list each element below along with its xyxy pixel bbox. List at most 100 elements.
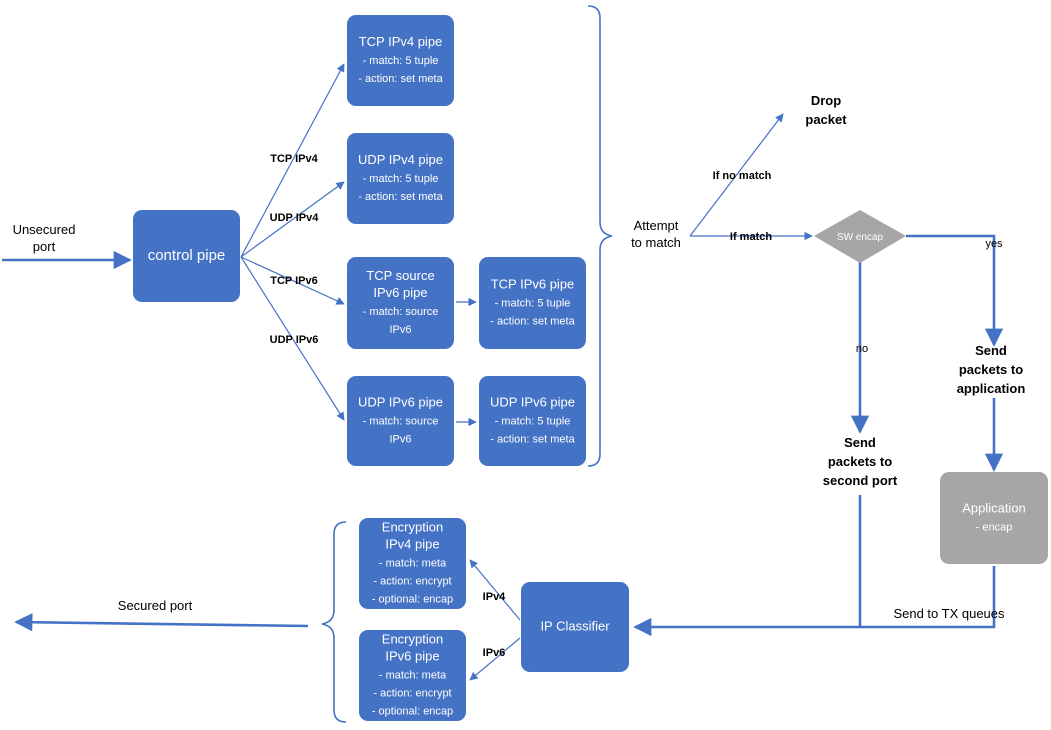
tcp-ipv4-pipe-box-shape: [347, 15, 454, 106]
edge-control-to-udp-ipv4: [240, 181, 345, 258]
edges-thin: [240, 63, 813, 681]
edges-thick: [2, 234, 1004, 637]
send-to-second-port-label: second port: [823, 473, 898, 488]
unsecured-port-label: Unsecured: [13, 222, 76, 237]
brace-encryption-left: [321, 521, 347, 723]
udp-ipv4-pipe-box-detail: - action: set meta: [358, 191, 443, 203]
edge-to-secured-port: [14, 613, 309, 632]
udp-ipv6-pipe-box-detail: - match: 5 tuple: [495, 415, 571, 427]
drop-packet-label: packet: [805, 112, 847, 127]
ip-classifier-box-title: IP Classifier: [540, 619, 610, 634]
encryption-ipv6-pipe-box-detail: - match: meta: [379, 669, 447, 681]
udp-ipv6-source-pipe-box-title: UDP IPv6 pipe: [358, 395, 443, 410]
sw-encap-diamond-shape: [814, 210, 906, 263]
ip-classifier-box: IP Classifier: [521, 582, 629, 672]
drop-packet-label: Drop: [811, 93, 841, 108]
edge-label-if-match: If match: [730, 231, 772, 243]
attempt-to-match-label: Attempt: [634, 218, 679, 233]
application-box-detail: - encap: [976, 521, 1013, 533]
edge-label-ipv4: IPv4: [483, 591, 507, 603]
unsecured-port-label: port: [33, 239, 56, 254]
udp-ipv6-source-pipe-box-detail: IPv6: [389, 433, 411, 445]
edge-label-tcp-ipv6: TCP IPv6: [270, 275, 318, 287]
encryption-ipv6-pipe-box-shape: [359, 630, 466, 721]
udp-ipv6-pipe-box: UDP IPv6 pipe - match: 5 tuple - action: s…: [479, 376, 586, 466]
udp-ipv6-pipe-box-detail: - action: set meta: [490, 433, 575, 445]
sw-encap-diamond: SW encap: [814, 210, 906, 263]
control-pipe-box-title: control pipe: [148, 247, 226, 264]
control-pipe-box-shape: [133, 210, 240, 302]
boxes-layer: control pipe TCP IPv4 pipe - match: 5 tupl…: [133, 15, 1048, 721]
tcp-ipv6-pipe-box-shape: [479, 257, 586, 349]
edge-label-udp-ipv6: UDP IPv6: [270, 334, 319, 346]
send-to-second-port-label: Send: [844, 435, 876, 450]
application-box: Application - encap: [940, 472, 1048, 564]
encryption-ipv6-pipe-box-detail: - action: encrypt: [373, 687, 451, 699]
encryption-ipv4-pipe-box-title: Encryption: [382, 520, 443, 535]
tcp-source-ipv6-pipe-box-title: IPv6 pipe: [373, 285, 427, 300]
encryption-ipv4-pipe-box-detail: - match: meta: [379, 557, 447, 569]
encryption-ipv4-pipe-box-detail: - optional: encap: [372, 593, 453, 605]
send-to-application-label: application: [957, 381, 1026, 396]
edge-control-to-tcp-source-ipv6: [240, 256, 345, 305]
udp-ipv6-source-pipe-box-detail: - match: source: [363, 415, 439, 427]
control-pipe-box: control pipe: [133, 210, 240, 302]
edge-sw-encap-yes: [906, 234, 1004, 347]
attempt-to-match-label: to match: [631, 235, 681, 250]
encryption-ipv4-pipe-box-shape: [359, 518, 466, 609]
tcp-ipv4-pipe-box-title: TCP IPv4 pipe: [359, 34, 443, 49]
tcp-source-ipv6-pipe-box-title: TCP source: [366, 268, 434, 283]
edge-classifier-to-enc-ipv4: [469, 559, 521, 621]
application-box-shape: [940, 472, 1048, 564]
encryption-ipv4-pipe-box-detail: - action: encrypt: [373, 575, 451, 587]
edge-label-yes: yes: [985, 238, 1003, 250]
udp-ipv4-pipe-box-shape: [347, 133, 454, 224]
brace-pipes-right: [587, 5, 613, 467]
edge-label-no: no: [856, 343, 868, 355]
udp-ipv4-pipe-box-detail: - match: 5 tuple: [363, 173, 439, 185]
tcp-ipv6-pipe-box-title: TCP IPv6 pipe: [491, 277, 575, 292]
edge-label-ipv6: IPv6: [483, 647, 506, 659]
edge-control-to-tcp-ipv4: [240, 63, 345, 258]
tcp-ipv6-pipe-box-detail: - match: 5 tuple: [495, 297, 571, 309]
ip-classifier-box-shape: [521, 582, 629, 672]
sw-encap-label: SW encap: [837, 232, 884, 243]
send-to-second-port-label: packets to: [828, 454, 892, 469]
tcp-ipv6-pipe-box-detail: - action: set meta: [490, 315, 575, 327]
udp-ipv6-source-pipe-box-shape: [347, 376, 454, 466]
edge-control-to-udp-ipv6-source: [240, 256, 345, 421]
edge-classifier-to-enc-ipv6: [469, 637, 521, 681]
tcp-source-ipv6-pipe-box-shape: [347, 257, 454, 349]
tcp-ipv4-pipe-box-detail: - action: set meta: [358, 73, 443, 85]
tcp-ipv4-pipe-box-detail: - match: 5 tuple: [363, 55, 439, 67]
udp-ipv6-pipe-box-shape: [479, 376, 586, 466]
edge-label-if-no-match: If no match: [713, 170, 772, 182]
edge-attempt-to-drop: [689, 113, 784, 237]
udp-ipv6-pipe-box-title: UDP IPv6 pipe: [490, 395, 575, 410]
send-to-application-label: Send: [975, 343, 1007, 358]
tcp-source-ipv6-pipe-box-detail: IPv6: [389, 324, 411, 336]
braces: [321, 5, 613, 723]
encryption-ipv6-pipe-box-title: Encryption: [382, 632, 443, 647]
udp-ipv4-pipe-box: UDP IPv4 pipe - match: 5 tuple - action: s…: [347, 133, 454, 224]
edge-label-udp-ipv4: UDP IPv4: [270, 212, 320, 224]
encryption-ipv6-pipe-box-title: IPv6 pipe: [385, 649, 439, 664]
encryption-ipv6-pipe-box-detail: - optional: encap: [372, 705, 453, 717]
edge-label-tcp-ipv4: TCP IPv4: [270, 153, 318, 165]
send-to-tx-queues-label: Send to TX queues: [893, 606, 1005, 621]
tcp-ipv4-pipe-box: TCP IPv4 pipe - match: 5 tuple - action: s…: [347, 15, 454, 106]
application-box-title: Application: [962, 501, 1026, 516]
tcp-ipv6-pipe-box: TCP IPv6 pipe - match: 5 tuple - action: s…: [479, 257, 586, 349]
encryption-ipv4-pipe-box-title: IPv4 pipe: [385, 537, 439, 552]
tcp-source-ipv6-pipe-box-detail: - match: source: [363, 306, 439, 318]
send-to-application-label: packets to: [959, 362, 1023, 377]
edge-application-to-tx: [633, 566, 996, 637]
udp-ipv4-pipe-box-title: UDP IPv4 pipe: [358, 152, 443, 167]
secured-port-label: Secured port: [118, 598, 193, 613]
